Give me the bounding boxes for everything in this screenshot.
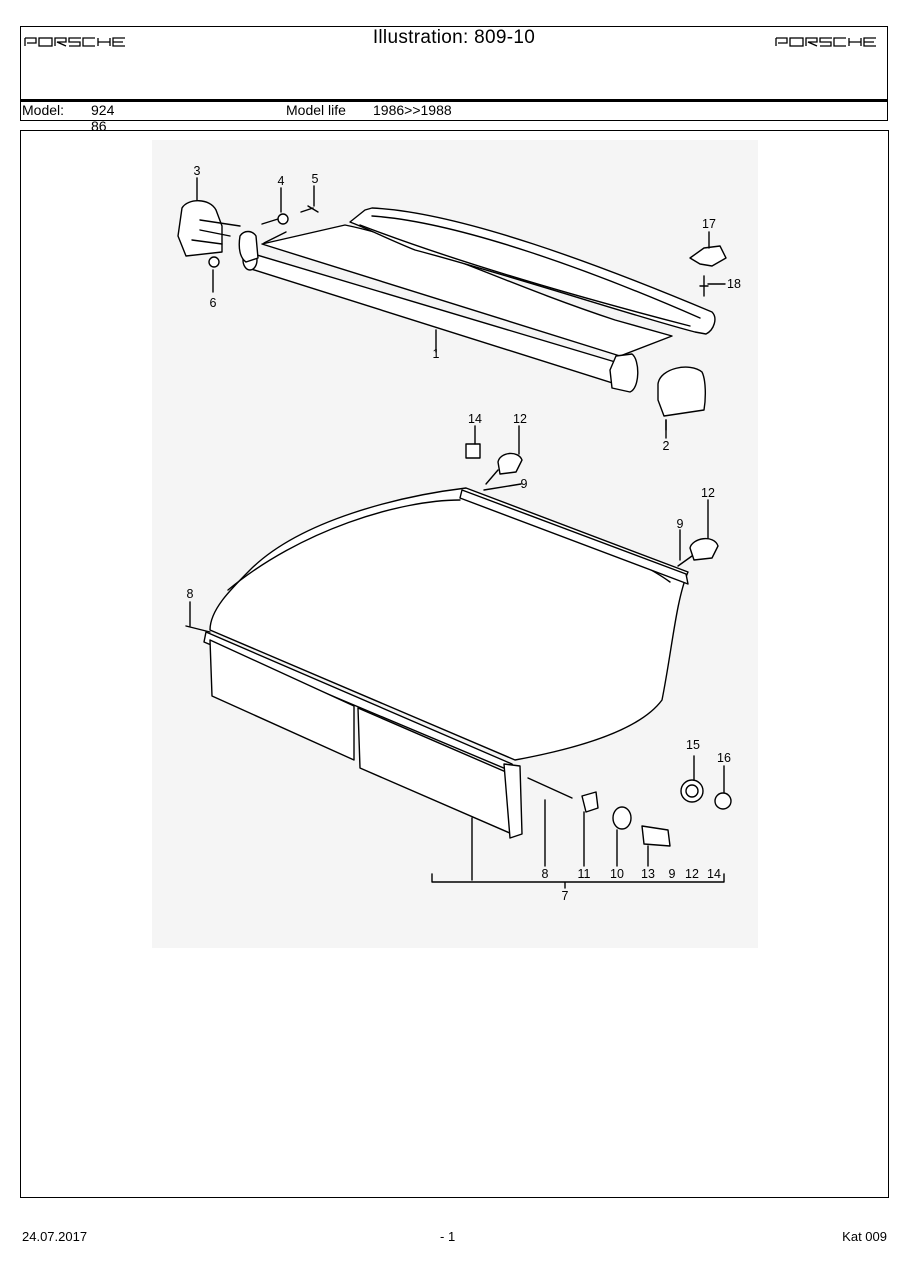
- model-life-label: Model life: [286, 102, 346, 118]
- washer-part-6: [208, 256, 220, 268]
- callout-15: 15: [686, 738, 700, 752]
- callout-9-right: 9: [677, 517, 684, 531]
- bushing-part-10: [612, 806, 632, 830]
- callout-5: 5: [312, 172, 319, 186]
- model-label: Model:: [22, 102, 65, 118]
- washer-part-4: [277, 213, 289, 225]
- end-cap-part-2: [657, 366, 707, 417]
- header-box: Illustration: 809-10 Model: 924 86 Model…: [20, 26, 888, 134]
- rod-part-8-left: [185, 625, 211, 633]
- callout-14-bottom: 14: [707, 867, 721, 881]
- parts-diagram: 1 2 3 4 5 6 17 18 14 12 9 9 12 8 15 16 8…: [152, 140, 758, 948]
- illustration-title: Illustration: 809-10: [372, 27, 536, 48]
- illustration-frame: [20, 130, 889, 1198]
- callout-8-left: 8: [187, 587, 194, 601]
- roller-end-bracket: [609, 353, 639, 393]
- hook-part-12-right: [689, 538, 719, 561]
- callout-12-right: 12: [701, 486, 715, 500]
- callout-13: 13: [641, 867, 655, 881]
- model-life-value: 1986>>1988: [373, 102, 452, 118]
- callout-4: 4: [278, 174, 285, 188]
- shelf-rear-rail: [459, 489, 689, 585]
- shelf-flap-left: [209, 639, 355, 761]
- clip-part-11: [581, 791, 599, 813]
- plug-part-13: [641, 825, 671, 847]
- callout-10: 10: [610, 867, 624, 881]
- parcel-shelf: [209, 487, 689, 761]
- rod-part-8-right: [527, 777, 573, 799]
- callout-12-bottom: 12: [685, 867, 699, 881]
- footer-page-number: - 1: [440, 1229, 456, 1244]
- shelf-end-post: [503, 763, 523, 839]
- callout-2: 2: [663, 439, 670, 453]
- screw-part-18: [699, 275, 709, 297]
- header-divider: [21, 99, 887, 102]
- callout-3: 3: [194, 164, 201, 178]
- callout-8-bottom: 8: [542, 867, 549, 881]
- ring-part-16: [714, 792, 732, 810]
- callout-12-top: 12: [513, 412, 527, 426]
- callout-11: 11: [578, 867, 591, 881]
- callout-16: 16: [717, 751, 731, 765]
- porsche-logo-left: [24, 37, 125, 47]
- callout-1: 1: [433, 347, 440, 361]
- footer-date: 24.07.2017: [22, 1229, 88, 1244]
- clip-part-14: [465, 443, 481, 459]
- callout-numbers: 1 2 3 4 5 6 17 18 14 12 9 9 12 8 15 16 8…: [187, 164, 741, 903]
- callout-14-top: 14: [468, 412, 482, 426]
- trim-strip: [349, 207, 716, 335]
- callout-18: 18: [727, 277, 741, 291]
- callout-7: 7: [562, 889, 569, 903]
- callout-17: 17: [702, 217, 716, 231]
- clip-part-17: [689, 245, 727, 267]
- hook-part-12-upper: [497, 452, 523, 475]
- bracket-part-3: [177, 200, 223, 257]
- callout-6: 6: [210, 296, 217, 310]
- roller-mount-left: [238, 230, 259, 263]
- porsche-logo-right: [775, 37, 876, 47]
- group-bracket-7: [431, 873, 725, 889]
- callout-9-bottom: 9: [669, 867, 676, 881]
- footer-catalog: Kat 009: [842, 1229, 887, 1244]
- callout-9-top: 9: [521, 477, 528, 491]
- screw-part-5: [300, 205, 319, 213]
